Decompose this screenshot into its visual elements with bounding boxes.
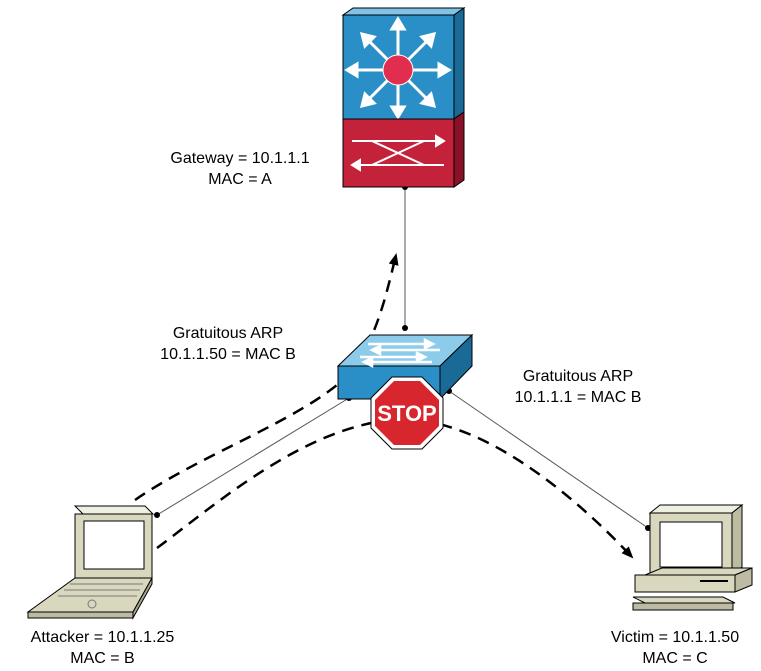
- workstation-icon: [632, 503, 753, 611]
- gateway-ip: Gateway = 10.1.1.1: [170, 150, 310, 167]
- stop-sign-icon: [370, 376, 444, 450]
- arp-to-victim-mapping: 10.1.1.1 = MAC B: [514, 389, 642, 406]
- victim-ip: Victim = 10.1.1.50: [610, 629, 740, 646]
- stop-sign-label: STOP: [377, 401, 437, 426]
- arp-to-gateway-title: Gratuitous ARP: [172, 325, 284, 342]
- link-switch-attacker: [154, 395, 352, 518]
- attacker-ip: Attacker = 10.1.1.25: [30, 629, 175, 646]
- attacker-label: Attacker = 10.1.1.25 MAC = B: [0, 627, 205, 669]
- laptop-icon: [26, 505, 155, 620]
- victim-label: Victim = 10.1.1.50 MAC = C: [590, 627, 760, 669]
- arp-to-gateway-label: Gratuitous ARP 10.1.1.50 = MAC B: [128, 323, 328, 365]
- layer3-switch-icon: [341, 7, 466, 188]
- link-gateway-switch: [402, 184, 408, 331]
- gateway-label: Gateway = 10.1.1.1 MAC = A: [150, 148, 330, 190]
- arp-to-victim-title: Gratuitous ARP: [522, 368, 634, 385]
- victim-mac: MAC = C: [642, 650, 708, 667]
- link-switch-victim: [446, 388, 651, 531]
- gateway-mac: MAC = A: [208, 171, 272, 188]
- arp-to-victim-label: Gratuitous ARP 10.1.1.1 = MAC B: [478, 366, 678, 408]
- arp-to-gateway-mapping: 10.1.1.50 = MAC B: [160, 346, 296, 363]
- arp-path-to-gateway: [134, 253, 399, 502]
- attacker-mac: MAC = B: [70, 650, 135, 667]
